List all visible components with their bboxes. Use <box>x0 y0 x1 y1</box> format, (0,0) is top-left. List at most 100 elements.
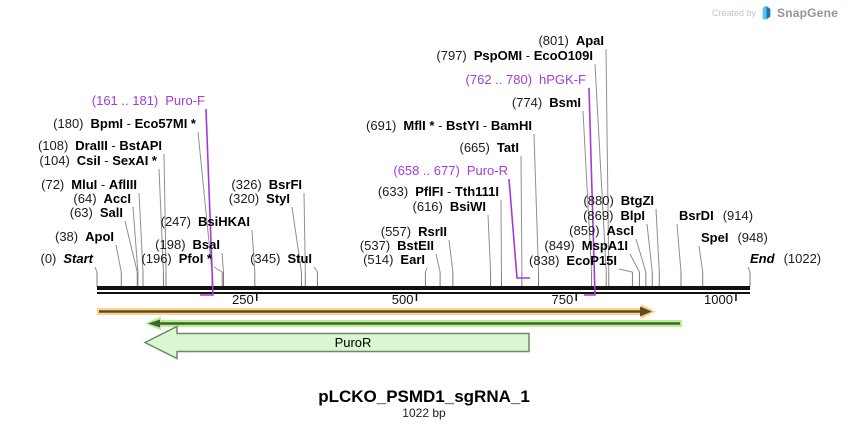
enzyme-name: StyI <box>266 191 290 206</box>
enzyme-name: AflIII <box>108 177 137 192</box>
site-label-BpmI: (180)BpmI - Eco57MI * <box>53 116 196 131</box>
plasmid-title: pLCKO_PSMD1_sgRNA_1 <box>318 387 530 406</box>
site-connector-MluI <box>138 192 144 273</box>
primer-label-hPGK-F: (762 .. 780)hPGK-F <box>465 72 586 87</box>
site-connector-AccI <box>132 206 139 273</box>
snapgene-logo-icon <box>762 6 771 20</box>
enzyme-name: BstEII <box>397 238 434 253</box>
site-connector-Start <box>94 266 98 273</box>
site-connector-BsrDI <box>676 223 682 273</box>
site-label-RsrII: (557)RsrII <box>380 224 447 239</box>
feature-green-arrowhead <box>148 319 160 328</box>
site-connector-SalI <box>124 220 138 273</box>
site-connector-StuI <box>313 266 318 273</box>
enzyme-name: PfoI * <box>178 251 212 266</box>
enzyme-name: SpeI <box>701 230 729 245</box>
site-label-ApaI: (801)ApaI <box>538 33 604 48</box>
site-label-EarI: (514)EarI <box>363 252 425 267</box>
enzyme-name: BsrFI <box>268 177 302 192</box>
site-label-AccI: (64)AccI <box>73 191 131 206</box>
enzyme-name: EcoP15I <box>566 253 617 268</box>
site-label-PflFI: (633)PflFI - Tth111I <box>377 184 499 199</box>
primer-bracket-Puro-F <box>200 108 214 296</box>
enzyme-name: TatI <box>496 140 519 155</box>
snapgene-credit: Created by SnapGene <box>712 5 838 20</box>
site-label-MspA1I: (849)MspA1I <box>544 238 628 253</box>
ruler-label-750: 750 <box>552 292 574 307</box>
site-connector-BsaI <box>221 252 225 273</box>
site-label-ApoI: (38)ApoI <box>54 229 114 244</box>
enzyme-name: EarI <box>400 252 425 267</box>
enzyme-name: PflFI <box>415 184 444 199</box>
primer-bracket-Puro-R <box>508 178 530 279</box>
enzyme-name: ApaI <box>575 33 604 48</box>
feature-orange-arrowhead <box>640 306 652 317</box>
enzyme-name: BstYI <box>446 118 480 133</box>
enzyme-name: SexAI * <box>112 153 157 168</box>
site-connector-CsiI <box>158 168 164 273</box>
enzyme-name: BamHI <box>490 118 532 133</box>
enzyme-name: Eco57MI * <box>134 116 196 131</box>
site-connector-BstEII <box>435 253 441 273</box>
site-connector-TatI <box>520 155 523 273</box>
site-label-BsrFI: (326)BsrFI <box>231 177 302 192</box>
ruler-label-250: 250 <box>232 292 254 307</box>
enzyme-name: BpmI <box>90 116 124 131</box>
site-connector-ApaI <box>605 48 610 273</box>
enzyme-name: Tth111I <box>454 184 499 199</box>
plasmid-length: 1022 bp <box>402 406 446 420</box>
site-connector-BtgZI <box>655 208 660 273</box>
ruler-label-1000: 1000 <box>704 292 733 307</box>
site-connector-BsrFI <box>303 192 306 273</box>
enzyme-name: MluI <box>71 177 98 192</box>
feature-puror-arrow <box>143 325 530 360</box>
site-connector-MspA1I <box>629 253 640 273</box>
primer-label-Puro-R: (658 .. 677)Puro-R <box>393 163 508 178</box>
site-label-BsiWI: (616)BsiWI <box>412 199 486 214</box>
enzyme-name: RsrII <box>418 224 447 239</box>
site-label-BsmI: (774)BsmI <box>511 95 581 110</box>
site-label-MluI: (72)MluI - AflIII <box>41 177 137 192</box>
enzyme-name: AccI <box>103 191 131 206</box>
site-connector-BsiWI <box>487 214 492 273</box>
site-connector-BpmI <box>197 131 213 273</box>
site-connector-PfoI <box>213 266 223 273</box>
site-label-AscI: (859)AscI <box>569 223 634 238</box>
feature-puror-label: PuroR <box>334 335 372 350</box>
site-connector-BsmI <box>582 110 593 273</box>
enzyme-name: BsiHKAI <box>197 214 250 229</box>
enzyme-name: DraIII <box>75 138 108 153</box>
site-label-BsaI: (198)BsaI <box>155 237 220 252</box>
enzyme-name: BlpI <box>620 208 645 223</box>
site-label-SalI: (63)SalI <box>69 205 123 220</box>
ruler-label-500: 500 <box>392 292 414 307</box>
site-connector-End <box>747 266 751 273</box>
enzyme-name: SalI <box>99 205 123 220</box>
enzyme-name: BsrDI <box>679 208 714 223</box>
site-connector-BlpI <box>646 223 653 273</box>
site-label-MflI: (691)MflI * - BstYI - BamHI <box>366 118 532 133</box>
sequence-line-bottom <box>97 292 750 294</box>
site-connector-SpeI <box>698 245 704 273</box>
enzyme-name: MflI * <box>403 118 435 133</box>
site-label-TatI: (665)TatI <box>459 140 519 155</box>
site-label-BsrDI: BsrDI(914) <box>679 208 754 223</box>
enzyme-name: PspOMI <box>473 48 523 63</box>
enzyme-name: BtgZI <box>620 193 654 208</box>
brand-name: SnapGene <box>777 5 838 20</box>
site-connector-RsrII <box>448 239 454 273</box>
site-label-StuI: (345)StuI <box>250 251 312 266</box>
site-label-SpeI: SpeI(948) <box>701 230 768 245</box>
enzyme-name: EcoO109I <box>533 48 593 63</box>
enzyme-name: BsmI <box>549 95 581 110</box>
site-label-EcoP15I: (838)EcoP15I <box>529 253 617 268</box>
site-label-End: End(1022) <box>750 251 822 266</box>
enzyme-name: BstAPI <box>119 138 162 153</box>
site-connector-EarI <box>424 267 428 273</box>
enzyme-name: End <box>750 251 775 266</box>
site-label-Start: (0)Start <box>40 251 93 266</box>
site-label-BstEII: (537)BstEII <box>359 238 434 253</box>
site-label-DraIII: (108)DraIII - BstAPI <box>37 138 162 153</box>
